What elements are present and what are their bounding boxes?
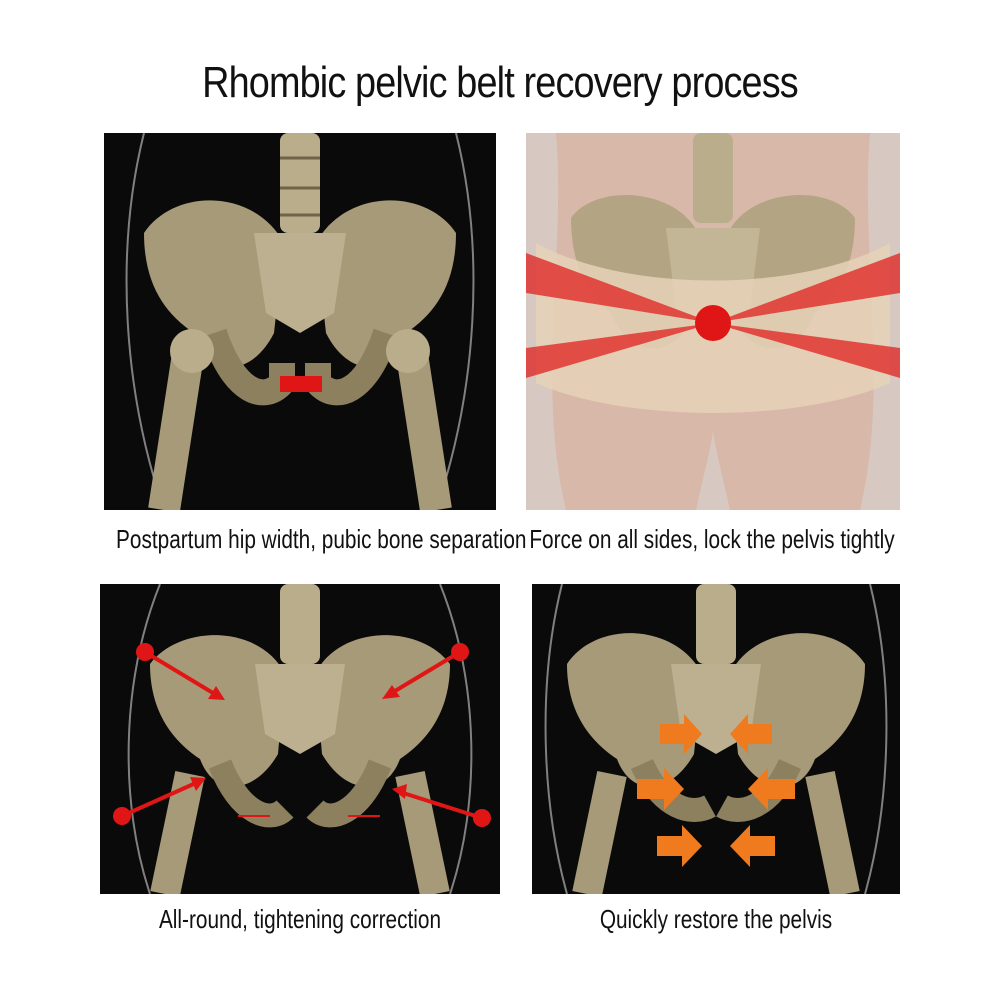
panel-restore-pelvis [532,584,900,894]
caption-2: Force on all sides, lock the pelvis tigh… [529,524,895,554]
force-center-marker [695,305,731,341]
caption-1: Postpartum hip width, pubic bone separat… [116,524,527,554]
pelvis-illustration-3 [100,584,500,894]
caption-3: All-round, tightening correction [158,904,442,934]
panel-pubic-separation [104,133,496,510]
pelvis-illustration-1 [104,133,496,510]
restore-arrows [637,714,795,867]
caption-4: Quickly restore the pelvis [599,904,833,934]
panel-belt-force [526,133,900,510]
panel-tightening-correction [100,584,500,894]
pelvis-illustration-2 [526,133,900,510]
page-title: Rhombic pelvic belt recovery process [202,58,799,107]
correction-arrows [113,643,491,827]
pubic-gap-marker [280,376,322,392]
pelvis-illustration-4 [532,584,900,894]
